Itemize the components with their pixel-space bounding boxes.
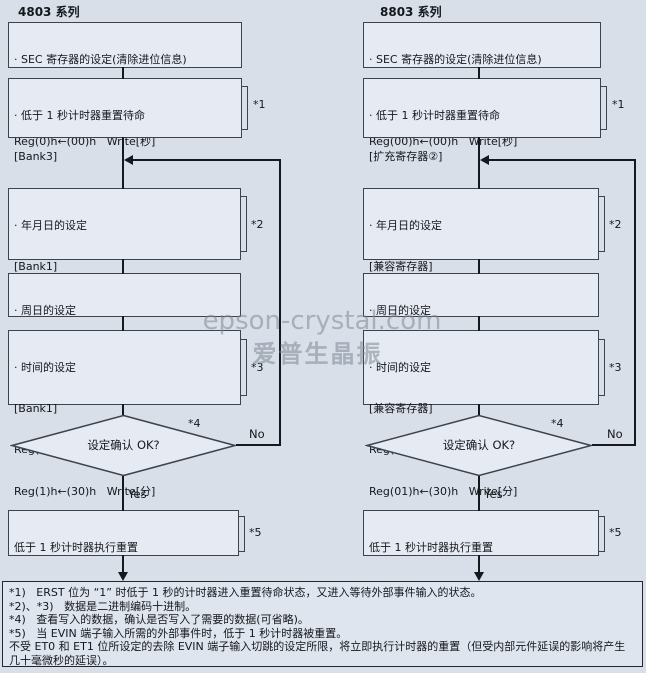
- flow-line: [478, 137, 480, 189]
- footnote: *5) 当 EVIN 端子输入所需的外部事件时，低于 1 秒计时器被重置。: [9, 626, 348, 640]
- note-label: *3: [251, 361, 264, 374]
- box-line: 低于 1 秒计时器执行重置: [369, 540, 493, 554]
- box-line: [兼容寄存器]: [369, 259, 433, 273]
- note-label: *5: [249, 526, 262, 539]
- box-line: Reg(1)h←(30)h Write[分]: [14, 484, 156, 498]
- timer-reset-standby-box-4803: · 低于 1 秒计时器重置待命 [Bank3] Reg(F)h←(41)h Wr…: [8, 78, 242, 246]
- column-title-4803: 4803 系列: [18, 5, 80, 19]
- footnote: *2)、*3) 数据是二进制编码十进制。: [9, 599, 197, 613]
- box-line: [Bank3]: [14, 149, 58, 163]
- sec-register-box-8803: · SEC 寄存器的设定(清除进位信息) [兼容寄存器] Reg(00)h←(0…: [363, 22, 601, 148]
- flow-line: [478, 555, 480, 574]
- feedback-line: [634, 159, 636, 446]
- note-bracket: [239, 516, 245, 552]
- decision-label-8803: 设定确认 OK?: [442, 438, 516, 452]
- note-label: *4: [551, 417, 564, 430]
- date-setting-box-8803: · 年月日的设定 [兼容寄存器] Reg(06)h←(14)h Write[年]…: [363, 188, 599, 397]
- box-line: · 周日的设定: [14, 303, 76, 317]
- note-label: *1: [612, 98, 625, 111]
- flow-line: [478, 316, 480, 331]
- box-line: [扩充寄存器②]: [369, 149, 443, 163]
- flow-line: [478, 259, 480, 274]
- flow-line: [478, 404, 480, 415]
- feedback-line: [132, 159, 280, 161]
- box-line: · SEC 寄存器的设定(清除进位信息): [369, 52, 542, 66]
- watermark-text: epson-crystal.com: [202, 306, 442, 336]
- arrowhead-left: [124, 155, 133, 165]
- box-line: · SEC 寄存器的设定(清除进位信息): [14, 52, 187, 66]
- box-line: Reg(0)h←(00)h Write[秒]: [14, 135, 156, 149]
- date-setting-box-4803: · 年月日的设定 [Bank1] Reg(6)h←(14)h Write[年] …: [8, 188, 241, 397]
- box-line: · 周日的设定: [369, 303, 431, 317]
- no-branch-line: [236, 444, 281, 446]
- flow-line: [122, 67, 124, 79]
- note-bracket: [601, 86, 607, 130]
- flow-line: [122, 555, 124, 574]
- box-line: [Bank1]: [14, 401, 58, 415]
- no-label-4803: No: [249, 427, 265, 441]
- note-bracket: [242, 86, 248, 130]
- arrowhead-down: [118, 572, 128, 581]
- footnote: *1) ERST 位为 “1” 时低于 1 秒的计时器进入重置待命状态，又进入等…: [9, 586, 482, 599]
- timer-reset-exec-box-8803: 低于 1 秒计时器执行重置 将 EVIN 端子的输入从低电平改为高电平后， 执行…: [363, 510, 599, 636]
- flow-line: [122, 259, 124, 274]
- arrowhead-left: [480, 155, 489, 165]
- note-label: *5: [609, 526, 622, 539]
- note-bracket: [241, 339, 247, 396]
- flow-line: [122, 316, 124, 331]
- box-line: [兼容寄存器]: [369, 401, 433, 415]
- box-line: · 时间的设定: [369, 360, 431, 374]
- box-line: Reg(00)h←(00)h Write[秒]: [369, 135, 518, 149]
- note-label: *3: [609, 361, 622, 374]
- flow-line: [122, 137, 124, 189]
- flow-line: [122, 404, 124, 415]
- time-setting-box-4803: · 时间的设定 [Bank1] Reg(2)h←(15)h Write[点] R…: [8, 330, 241, 539]
- watermark-text: 爱普生晶振: [252, 340, 383, 368]
- note-label: *1: [253, 98, 266, 111]
- feedback-line: [279, 159, 281, 446]
- no-branch-line: [592, 444, 636, 446]
- note-bracket: [599, 339, 605, 396]
- note-bracket: [241, 196, 247, 252]
- note-bracket: [599, 196, 605, 252]
- box-line: [Bank1]: [14, 259, 58, 273]
- box-line: · 年月日的设定: [14, 218, 87, 232]
- flow-line: [478, 476, 480, 511]
- flow-line: [122, 476, 124, 511]
- box-line: · 时间的设定: [14, 360, 76, 374]
- footnotes-box: *1) ERST 位为 “1” 时低于 1 秒的计时器进入重置待命状态，又进入等…: [2, 581, 643, 667]
- yes-label-4803: Yes: [128, 487, 147, 501]
- box-line: · 低于 1 秒计时器重置待命: [14, 108, 145, 122]
- decision-diamond-8803: [365, 414, 593, 477]
- sec-register-box-4803: · SEC 寄存器的设定(清除进位信息) [Bank1] Reg(0)h←(00…: [8, 22, 242, 148]
- arrowhead-down: [474, 572, 484, 581]
- note-label: *4: [188, 417, 201, 430]
- timer-reset-standby-box-8803: · 低于 1 秒计时器重置待命 [扩充寄存器②] Reg(2F)h←(41)h …: [363, 78, 601, 246]
- box-line: · 年月日的设定: [369, 218, 442, 232]
- feedback-line: [488, 159, 636, 161]
- yes-label-8803: Yes: [484, 487, 503, 501]
- note-label: *2: [609, 218, 622, 231]
- box-line: 低于 1 秒计时器执行重置: [14, 540, 138, 554]
- footnote: *4) 查看写入的数据，确认是否写入了需要的数据(可省略)。: [9, 613, 309, 627]
- column-title-8803: 8803 系列: [380, 5, 442, 19]
- timer-reset-exec-box-4803: 低于 1 秒计时器执行重置 将 EVIN 端子的输入从低电平改为高电平后， 执行…: [8, 510, 244, 636]
- note-label: *2: [251, 218, 264, 231]
- footnote: 不受 ET0 和 ET1 位所设定的去除 EVIN 端子输入切跳的设定所限，将立…: [9, 640, 626, 667]
- box-line: · 低于 1 秒计时器重置待命: [369, 108, 500, 122]
- decision-label-4803: 设定确认 OK?: [87, 438, 160, 452]
- box-line: Reg(01)h←(30)h Write[分]: [369, 484, 518, 498]
- note-bracket: [599, 516, 605, 552]
- no-label-8803: No: [607, 427, 623, 441]
- flow-line: [478, 67, 480, 79]
- decision-diamond-4803: [10, 414, 237, 477]
